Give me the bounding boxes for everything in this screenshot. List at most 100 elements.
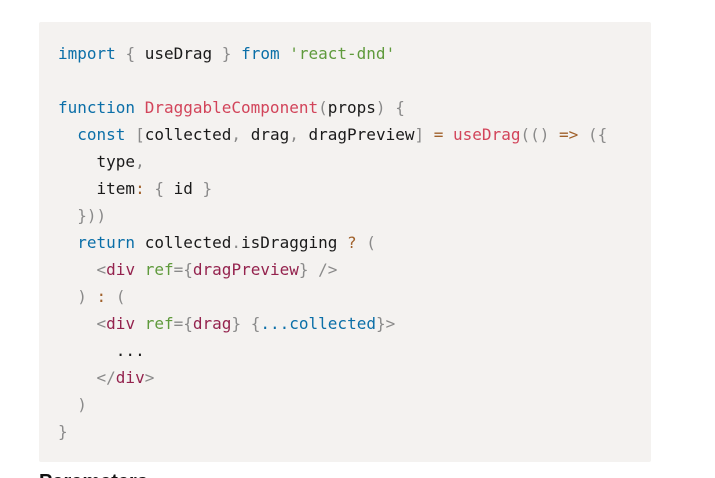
code-token: props: [327, 98, 376, 117]
code-token: {: [183, 314, 193, 333]
code-token: dragPreview: [192, 260, 299, 279]
code-token: function: [58, 98, 136, 117]
code-token: (: [530, 125, 540, 144]
code-token: [386, 98, 396, 117]
code-token: [424, 125, 434, 144]
code-token: [106, 287, 116, 306]
code-token: ): [77, 287, 87, 306]
code-token: [309, 260, 319, 279]
code-token: </: [96, 368, 116, 387]
code-content: import { useDrag } from 'react-dnd' funct…: [58, 40, 607, 445]
code-token: div: [115, 368, 145, 387]
code-token: />: [318, 260, 338, 279]
code-token: ,: [289, 125, 299, 144]
code-token: ): [375, 98, 386, 117]
code-token: :: [135, 179, 145, 198]
code-token: id: [163, 179, 203, 198]
code-token: >: [144, 368, 155, 387]
code-token: [241, 314, 251, 333]
code-token: drag: [241, 125, 290, 144]
code-token: [: [135, 125, 145, 144]
code-token: [135, 98, 145, 117]
code-token: ): [77, 395, 87, 414]
code-token: [357, 233, 367, 252]
code-token: [58, 314, 97, 333]
code-token: type: [58, 152, 136, 171]
code-token: DraggableComponent: [144, 98, 319, 117]
code-token: <: [96, 260, 107, 279]
code-line: function DraggableComponent(props) {: [58, 94, 607, 121]
code-token: }: [202, 179, 213, 198]
code-line: }: [58, 418, 607, 445]
code-token: collected: [289, 314, 376, 333]
code-line: import { useDrag } from 'react-dnd': [58, 40, 607, 67]
code-token: (: [366, 233, 376, 252]
code-token: [549, 125, 559, 144]
code-line: item: { id }: [58, 175, 607, 202]
code-token: ref: [144, 260, 174, 279]
code-token: [145, 179, 155, 198]
code-line: const [collected, drag, dragPreview] = u…: [58, 121, 607, 148]
code-token: 'react-dnd': [289, 44, 396, 63]
code-token: [58, 233, 77, 252]
code-line: ...: [58, 337, 607, 364]
code-line: return collected.isDragging ? (: [58, 229, 607, 256]
code-token: :: [96, 287, 107, 306]
code-token: >: [385, 314, 396, 333]
code-token: =: [173, 314, 184, 333]
code-line: ): [58, 391, 607, 418]
code-token: {: [597, 125, 608, 144]
code-token: collected: [144, 125, 232, 144]
code-block: import { useDrag } from 'react-dnd' funct…: [39, 22, 651, 462]
code-token: })): [77, 206, 107, 225]
code-token: }: [221, 44, 232, 63]
code-token: ,: [135, 152, 145, 171]
code-token: {: [125, 44, 136, 63]
code-token: [231, 44, 241, 63]
code-token: div: [106, 314, 136, 333]
code-token: div: [106, 260, 136, 279]
code-token: }: [298, 260, 309, 279]
code-token: ): [539, 125, 550, 144]
code-token: =: [433, 125, 444, 144]
code-token: {: [395, 98, 405, 117]
code-token: dragPreview: [298, 125, 415, 144]
code-token: [87, 287, 97, 306]
code-token: [58, 368, 97, 387]
code-token: item: [58, 179, 136, 198]
code-token: from: [241, 44, 280, 63]
code-token: useDrag: [453, 125, 521, 144]
code-token: isDragging: [241, 233, 338, 252]
section-heading: Parameters: [39, 470, 148, 478]
code-token: .: [231, 233, 242, 252]
code-token: ...: [58, 341, 145, 360]
code-token: ?: [347, 233, 357, 252]
code-token: (: [318, 98, 328, 117]
code-token: <: [96, 314, 107, 333]
code-token: }: [231, 314, 242, 333]
code-token: }: [375, 314, 386, 333]
code-token: =: [173, 260, 184, 279]
code-token: return: [77, 233, 136, 252]
code-token: ...: [260, 314, 290, 333]
code-line: <div ref={dragPreview} />: [58, 256, 607, 283]
code-line: ) : (: [58, 283, 607, 310]
code-token: const: [77, 125, 126, 144]
code-line: type,: [58, 148, 607, 175]
code-line: [58, 67, 607, 94]
code-token: [443, 125, 453, 144]
code-token: [578, 125, 588, 144]
code-token: [116, 44, 126, 63]
code-token: (: [587, 125, 598, 144]
code-token: {: [183, 260, 193, 279]
code-token: import: [58, 44, 116, 63]
code-token: [58, 287, 77, 306]
code-token: [135, 314, 145, 333]
code-line: <div ref={drag} {...collected}>: [58, 310, 607, 337]
code-token: [58, 125, 77, 144]
code-line: </div>: [58, 364, 607, 391]
code-token: (: [520, 125, 531, 144]
code-token: ,: [231, 125, 242, 144]
code-line: })): [58, 202, 607, 229]
